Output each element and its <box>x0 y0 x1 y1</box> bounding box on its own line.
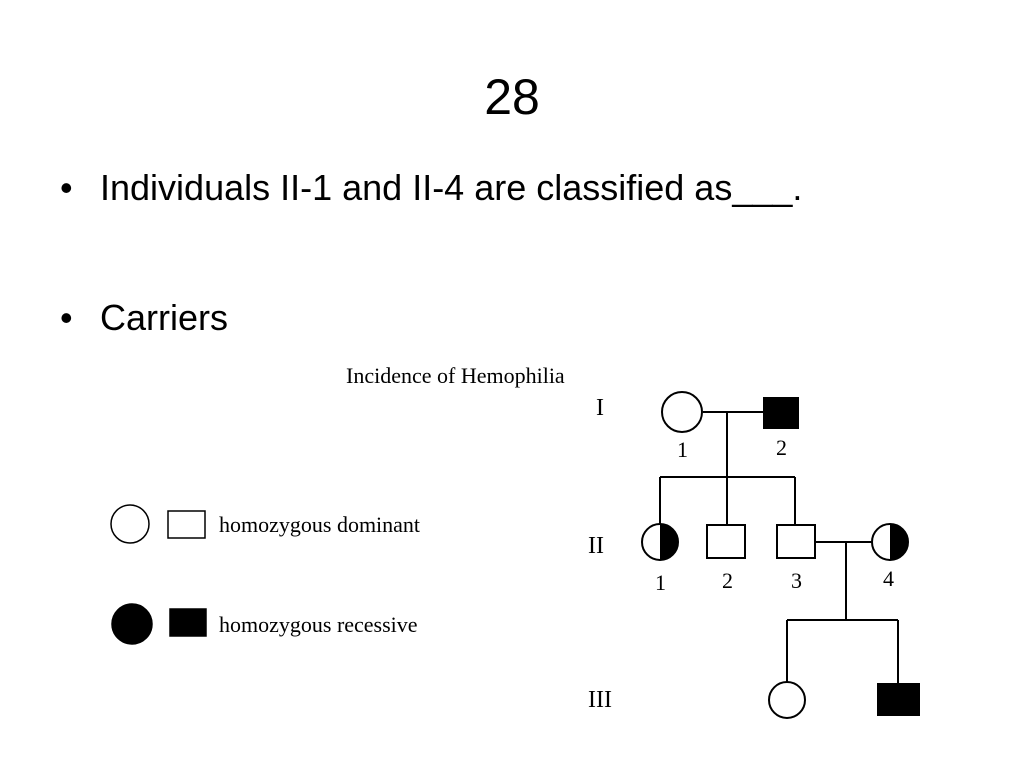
generation-label-iii: III <box>588 687 612 713</box>
bullet-question-text: Individuals II-1 and II-4 are classified… <box>100 167 803 208</box>
legend-circle-filled <box>111 603 153 645</box>
pedigree-lines <box>659 411 899 684</box>
legend-circle-open <box>110 504 150 544</box>
bullet-question: • Individuals II-1 and II-4 are classifie… <box>60 166 802 210</box>
individual-number-ii-3: 3 <box>791 568 802 593</box>
legend-square-filled <box>169 608 207 637</box>
individual-ii-3-male-unaffected <box>776 524 816 559</box>
individual-number-i-2: 2 <box>776 435 787 460</box>
individual-ii-4-carrier-female <box>871 523 909 561</box>
individual-number-i-1: 1 <box>677 437 688 462</box>
individual-number-ii-2: 2 <box>722 568 733 593</box>
individual-iii-1-female-unaffected <box>768 681 806 719</box>
individual-i-1-female-unaffected <box>661 391 703 433</box>
individual-number-ii-1: 1 <box>655 570 666 595</box>
legend-dominant-label: homozygous dominant <box>219 512 420 537</box>
bullet-answer-text: Carriers <box>100 297 229 338</box>
bullet-marker: • <box>60 167 73 208</box>
legend-recessive-label: homozygous recessive <box>219 612 418 637</box>
individual-number-ii-4: 4 <box>883 566 894 591</box>
individual-ii-1-carrier-female <box>641 523 679 561</box>
bullet-marker: • <box>60 297 73 338</box>
generation-label-ii: II <box>588 533 604 559</box>
pedigree-title: Incidence of Hemophilia <box>346 363 565 388</box>
individual-i-2-male-affected <box>763 397 799 429</box>
slide-title: 28 <box>484 69 540 125</box>
individual-ii-2-male-unaffected <box>706 524 746 559</box>
bullet-answer: • Carriers <box>60 296 228 340</box>
legend-square-open <box>167 510 206 539</box>
individual-iii-2-male-affected <box>877 683 920 716</box>
generation-label-i: I <box>596 395 604 421</box>
